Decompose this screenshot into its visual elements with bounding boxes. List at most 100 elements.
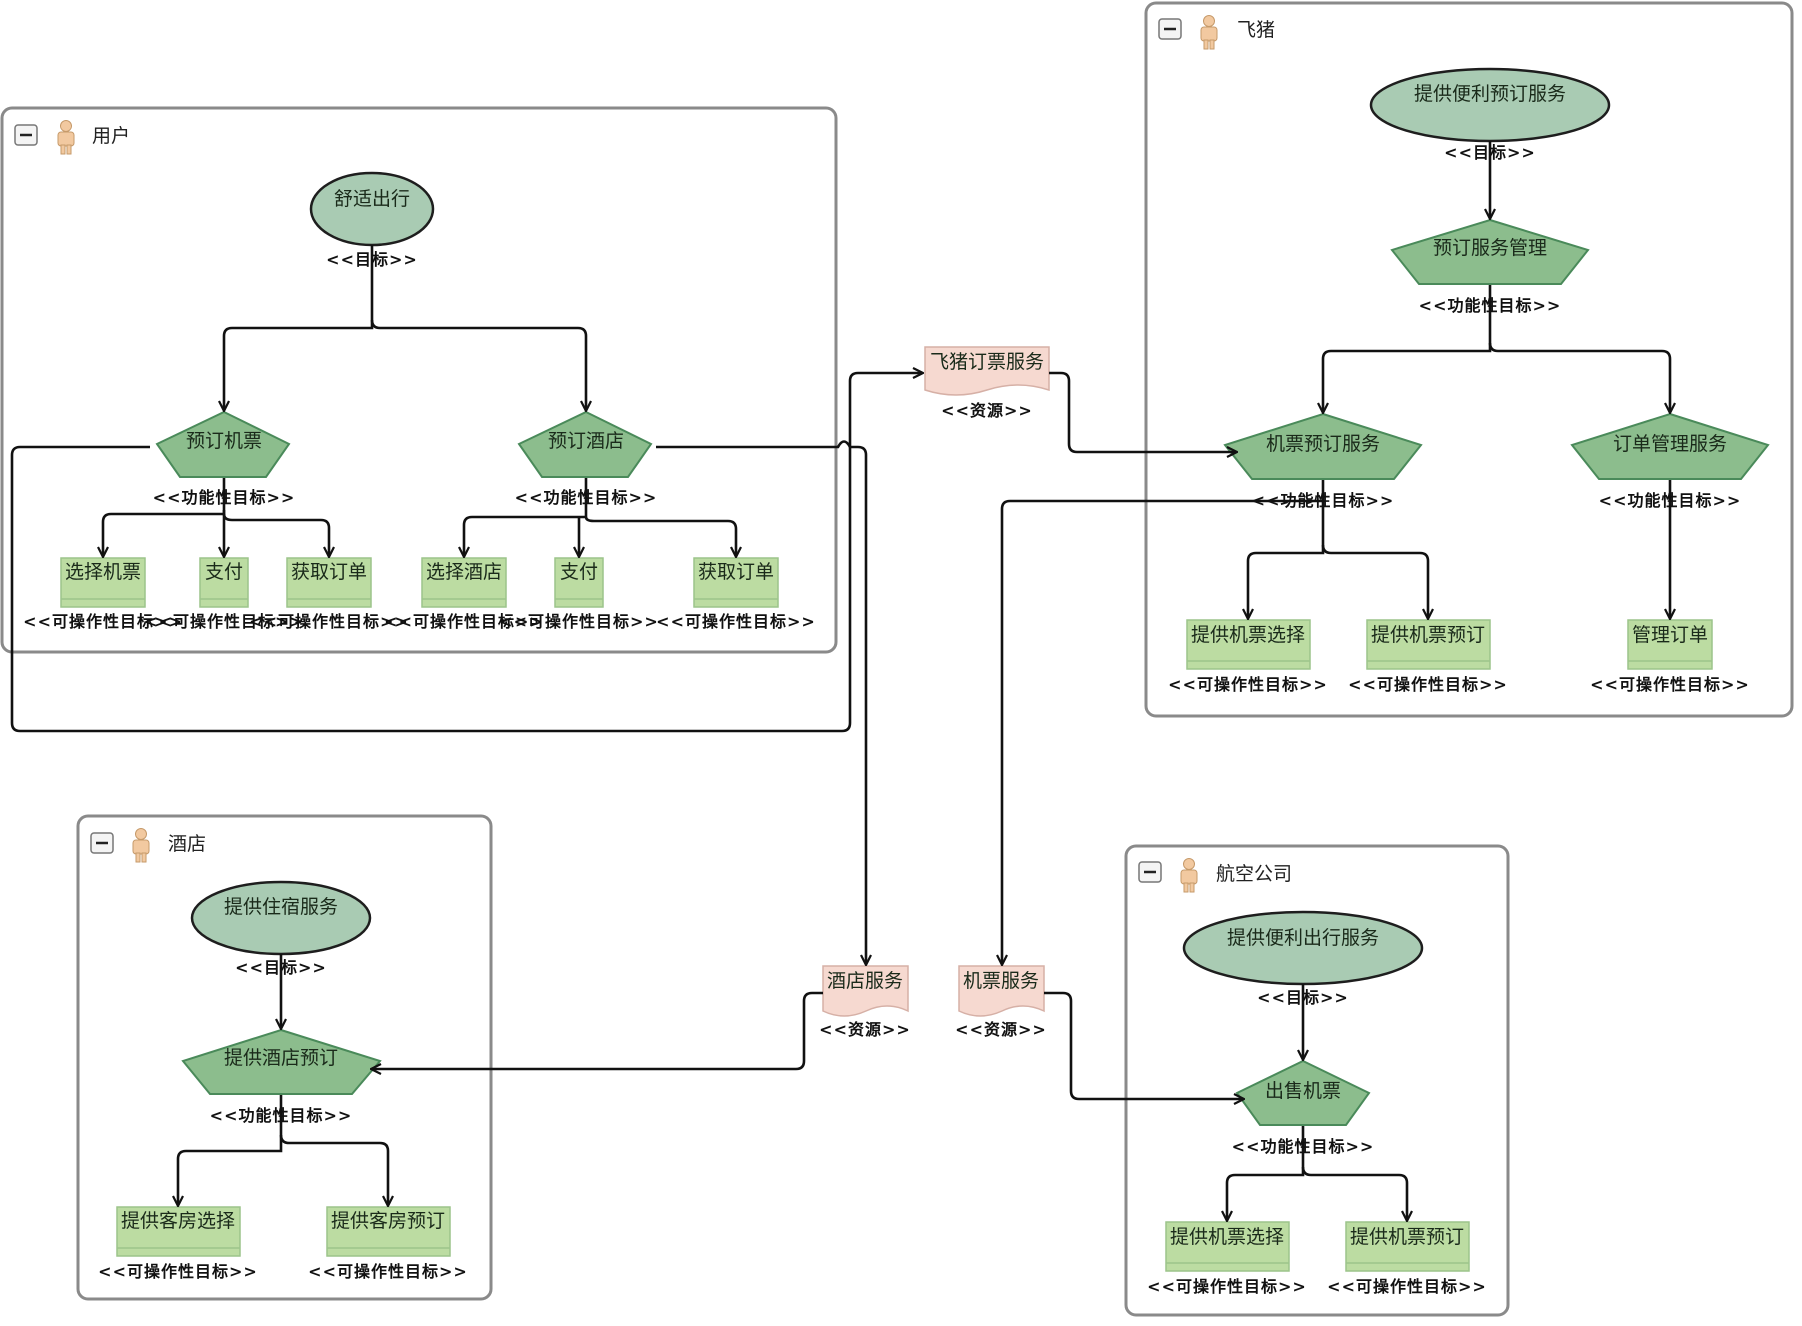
- node-label: 提供客房预订: [331, 1210, 445, 1232]
- node-label: 提供机票预订: [1371, 624, 1485, 646]
- node-shape: [155, 410, 291, 478]
- resource-node[interactable]: 飞猪订票服务 <<资源>>: [924, 346, 1050, 420]
- dependency-link[interactable]: [10, 373, 922, 733]
- node-label: 出售机票: [1265, 1080, 1341, 1102]
- node-label: 选择酒店: [426, 561, 502, 583]
- node-shape: [1369, 67, 1611, 143]
- refinement-link[interactable]: [279, 1134, 388, 1205]
- functional-goal-node[interactable]: 预订机票 <<功能性目标>>: [153, 410, 296, 507]
- operational-goal-node[interactable]: 支付 <<可操作性目标>>: [499, 557, 659, 631]
- operational-goal-node[interactable]: 支付 <<可操作性目标>>: [144, 557, 304, 631]
- operational-goal-node[interactable]: 提供机票选择 <<可操作性目标>>: [1147, 1221, 1307, 1296]
- node-label: 预订服务管理: [1433, 237, 1547, 259]
- refinement-link[interactable]: [370, 319, 586, 410]
- operational-goal-node[interactable]: 选择机票 <<可操作性目标>>: [23, 557, 183, 631]
- node-label: 提供便利出行服务: [1227, 927, 1379, 949]
- refinement-link[interactable]: [103, 478, 226, 556]
- dependency-link[interactable]: [1002, 499, 1323, 964]
- stereotype-label: <<可操作性目标>>: [1590, 675, 1750, 694]
- stereotype-label: <<可操作性目标>>: [308, 1262, 468, 1281]
- refinement-link[interactable]: [1321, 544, 1428, 618]
- node-label: 支付: [205, 561, 243, 583]
- node-label: 预订酒店: [548, 430, 624, 452]
- node-label: 管理订单: [1632, 624, 1708, 646]
- dependency-link[interactable]: [1049, 371, 1236, 452]
- refinement-link[interactable]: [1488, 342, 1670, 412]
- actor-title: 航空公司: [1216, 863, 1292, 885]
- operational-goal-node[interactable]: 提供机票选择 <<可操作性目标>>: [1168, 619, 1328, 694]
- functional-goal-node[interactable]: 提供酒店预订 <<功能性目标>>: [181, 1028, 382, 1125]
- refinement-link[interactable]: [222, 513, 329, 556]
- operational-goal-node[interactable]: 获取订单 <<可操作性目标>>: [656, 557, 816, 631]
- resource-node[interactable]: 机票服务 <<资源>>: [955, 965, 1047, 1039]
- refinement-link[interactable]: [1248, 480, 1325, 618]
- collapse-button-fliggy[interactable]: [1158, 18, 1182, 40]
- node-label: 提供机票选择: [1191, 624, 1305, 646]
- actor-user-box[interactable]: 用户: [0, 106, 838, 654]
- node-shape: [958, 965, 1045, 1017]
- actor-title: 酒店: [168, 833, 206, 855]
- node-label: 机票服务: [963, 970, 1039, 992]
- operational-goal-node[interactable]: 选择酒店 <<可操作性目标>>: [384, 557, 544, 631]
- operational-goal-node[interactable]: 提供客房选择 <<可操作性目标>>: [98, 1206, 258, 1281]
- node-label: 提供便利预订服务: [1414, 83, 1566, 105]
- node-shape: [1223, 412, 1423, 480]
- stereotype-label: <<可操作性目标>>: [499, 612, 659, 631]
- node-label: 飞猪订票服务: [930, 351, 1044, 373]
- node-shape: [517, 410, 653, 478]
- node-label: 提供酒店预订: [224, 1047, 338, 1069]
- goal-node[interactable]: 提供便利出行服务 <<目标>>: [1182, 910, 1424, 1007]
- refinement-link[interactable]: [224, 245, 374, 410]
- refinement-link[interactable]: [178, 1095, 283, 1205]
- node-label: 选择机票: [65, 561, 141, 583]
- node-shape: [924, 346, 1050, 396]
- stereotype-label: <<可操作性目标>>: [249, 612, 409, 631]
- operational-goal-node[interactable]: 提供客房预订 <<可操作性目标>>: [308, 1206, 468, 1281]
- refinement-link[interactable]: [584, 516, 736, 556]
- stereotype-label: <<资源>>: [955, 1020, 1047, 1039]
- refinement-link[interactable]: [1227, 1126, 1305, 1220]
- node-label: 获取订单: [291, 561, 367, 583]
- node-label: 提供机票预订: [1350, 1226, 1464, 1248]
- stereotype-label: <<可操作性目标>>: [98, 1262, 258, 1281]
- stereotype-label: <<资源>>: [941, 401, 1033, 420]
- collapse-button-user[interactable]: [14, 124, 38, 146]
- refinement-link[interactable]: [1301, 1166, 1407, 1220]
- node-shape: [1235, 1059, 1371, 1126]
- dependency-link[interactable]: [372, 991, 823, 1069]
- node-label: 支付: [560, 561, 598, 583]
- operational-goal-node[interactable]: 提供机票预订 <<可操作性目标>>: [1327, 1221, 1487, 1296]
- functional-goal-node[interactable]: 订单管理服务 <<功能性目标>>: [1570, 412, 1770, 510]
- node-shape: [181, 1028, 382, 1095]
- actor-title: 用户: [92, 125, 130, 147]
- node-label: 提供机票选择: [1170, 1226, 1284, 1248]
- stereotype-label: <<可操作性目标>>: [1348, 675, 1508, 694]
- dependency-link[interactable]: [656, 440, 866, 965]
- operational-goal-node[interactable]: 获取订单 <<可操作性目标>>: [249, 557, 409, 631]
- dependency-link[interactable]: [1044, 991, 1243, 1099]
- functional-goal-node[interactable]: 机票预订服务 <<功能性目标>>: [1223, 412, 1423, 510]
- operational-goal-node[interactable]: 提供机票预订 <<可操作性目标>>: [1348, 619, 1508, 694]
- node-label: 机票预订服务: [1266, 433, 1380, 455]
- node-shape: [1570, 412, 1770, 480]
- node-label: 订单管理服务: [1613, 433, 1727, 455]
- stereotype-label: <<可操作性目标>>: [656, 612, 816, 631]
- operational-goal-node[interactable]: 管理订单 <<可操作性目标>>: [1590, 619, 1750, 694]
- node-shape: [1390, 218, 1590, 285]
- stereotype-label: <<可操作性目标>>: [1168, 675, 1328, 694]
- resource-node[interactable]: 酒店服务 <<资源>>: [819, 965, 911, 1039]
- functional-goal-node[interactable]: 预订酒店 <<功能性目标>>: [515, 410, 658, 507]
- node-shape: [822, 965, 909, 1017]
- stereotype-label: <<资源>>: [819, 1020, 911, 1039]
- stereotype-label: <<可操作性目标>>: [384, 612, 544, 631]
- node-label: 提供客房选择: [121, 1210, 235, 1232]
- collapse-button-hotel[interactable]: [90, 832, 114, 854]
- refinement-link[interactable]: [1323, 285, 1492, 412]
- refinement-link[interactable]: [464, 478, 588, 556]
- actor-fliggy-box[interactable]: 飞猪: [1144, 1, 1794, 718]
- node-label: 酒店服务: [827, 970, 903, 992]
- collapse-button-airline[interactable]: [1138, 861, 1162, 883]
- goal-node[interactable]: 提供便利预订服务 <<目标>>: [1369, 67, 1611, 162]
